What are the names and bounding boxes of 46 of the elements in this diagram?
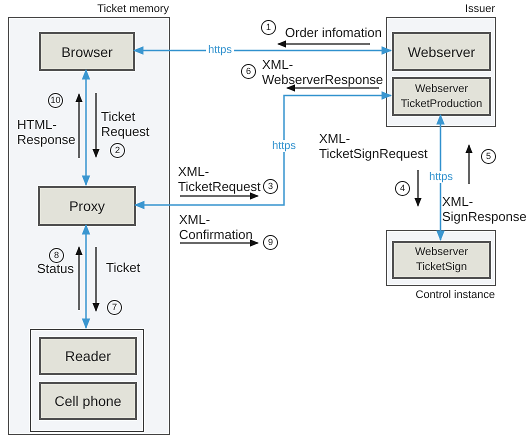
- message-label: XML- SignResponse: [442, 194, 528, 224]
- step-number: 2: [110, 143, 125, 158]
- device-group-box: [30, 329, 144, 432]
- edge-label: https: [206, 44, 234, 56]
- container-title: Issuer: [465, 3, 495, 15]
- message-label: XML- WebserverResponse: [262, 57, 384, 87]
- message-label: Order infomation: [285, 25, 383, 40]
- connector-arrow: [132, 46, 392, 55]
- step-number: 6: [241, 64, 256, 79]
- box-label: Webserver: [408, 44, 476, 60]
- connector-arrow: [82, 68, 90, 186]
- message-label: Ticket: [106, 260, 142, 275]
- box-label: Webserver TicketSign: [414, 245, 469, 275]
- connector-arrow: [134, 91, 392, 210]
- box-label: Browser: [61, 44, 113, 60]
- component-box: [39, 32, 135, 71]
- component-box: [39, 382, 137, 420]
- step-number: 9: [263, 235, 278, 250]
- component-box: [392, 241, 491, 279]
- step-number: 10: [48, 93, 63, 108]
- step-number: 1: [261, 20, 276, 35]
- message-label: XML- TicketRequest: [178, 164, 262, 194]
- component-box: [38, 186, 136, 226]
- box-label: Webserver TicketProduction: [400, 82, 484, 112]
- connector-arrow: [436, 114, 445, 242]
- box-label: Reader: [65, 348, 111, 364]
- message-label: XML- TicketSignRequest: [319, 131, 429, 161]
- container-title: Ticket memory: [97, 3, 169, 15]
- edge-label: https: [270, 140, 298, 152]
- connector-arrow: [82, 224, 90, 330]
- message-label: Ticket Request: [101, 109, 150, 139]
- step-number: 3: [263, 179, 278, 194]
- edge-label: https: [427, 171, 455, 183]
- component-box: [392, 77, 491, 116]
- box-label: Cell phone: [54, 393, 122, 409]
- component-box: [392, 32, 491, 71]
- step-number: 7: [107, 300, 122, 315]
- container-title: Control instance: [416, 289, 495, 301]
- step-number: 8: [49, 248, 64, 263]
- box-label: Proxy: [69, 198, 105, 214]
- message-label: Status: [37, 261, 75, 276]
- step-number: 4: [395, 181, 410, 196]
- message-label: HTML- Response: [17, 117, 77, 147]
- step-number: 5: [481, 149, 496, 164]
- message-label: XML- Confirmation: [179, 212, 254, 242]
- component-box: [39, 337, 137, 375]
